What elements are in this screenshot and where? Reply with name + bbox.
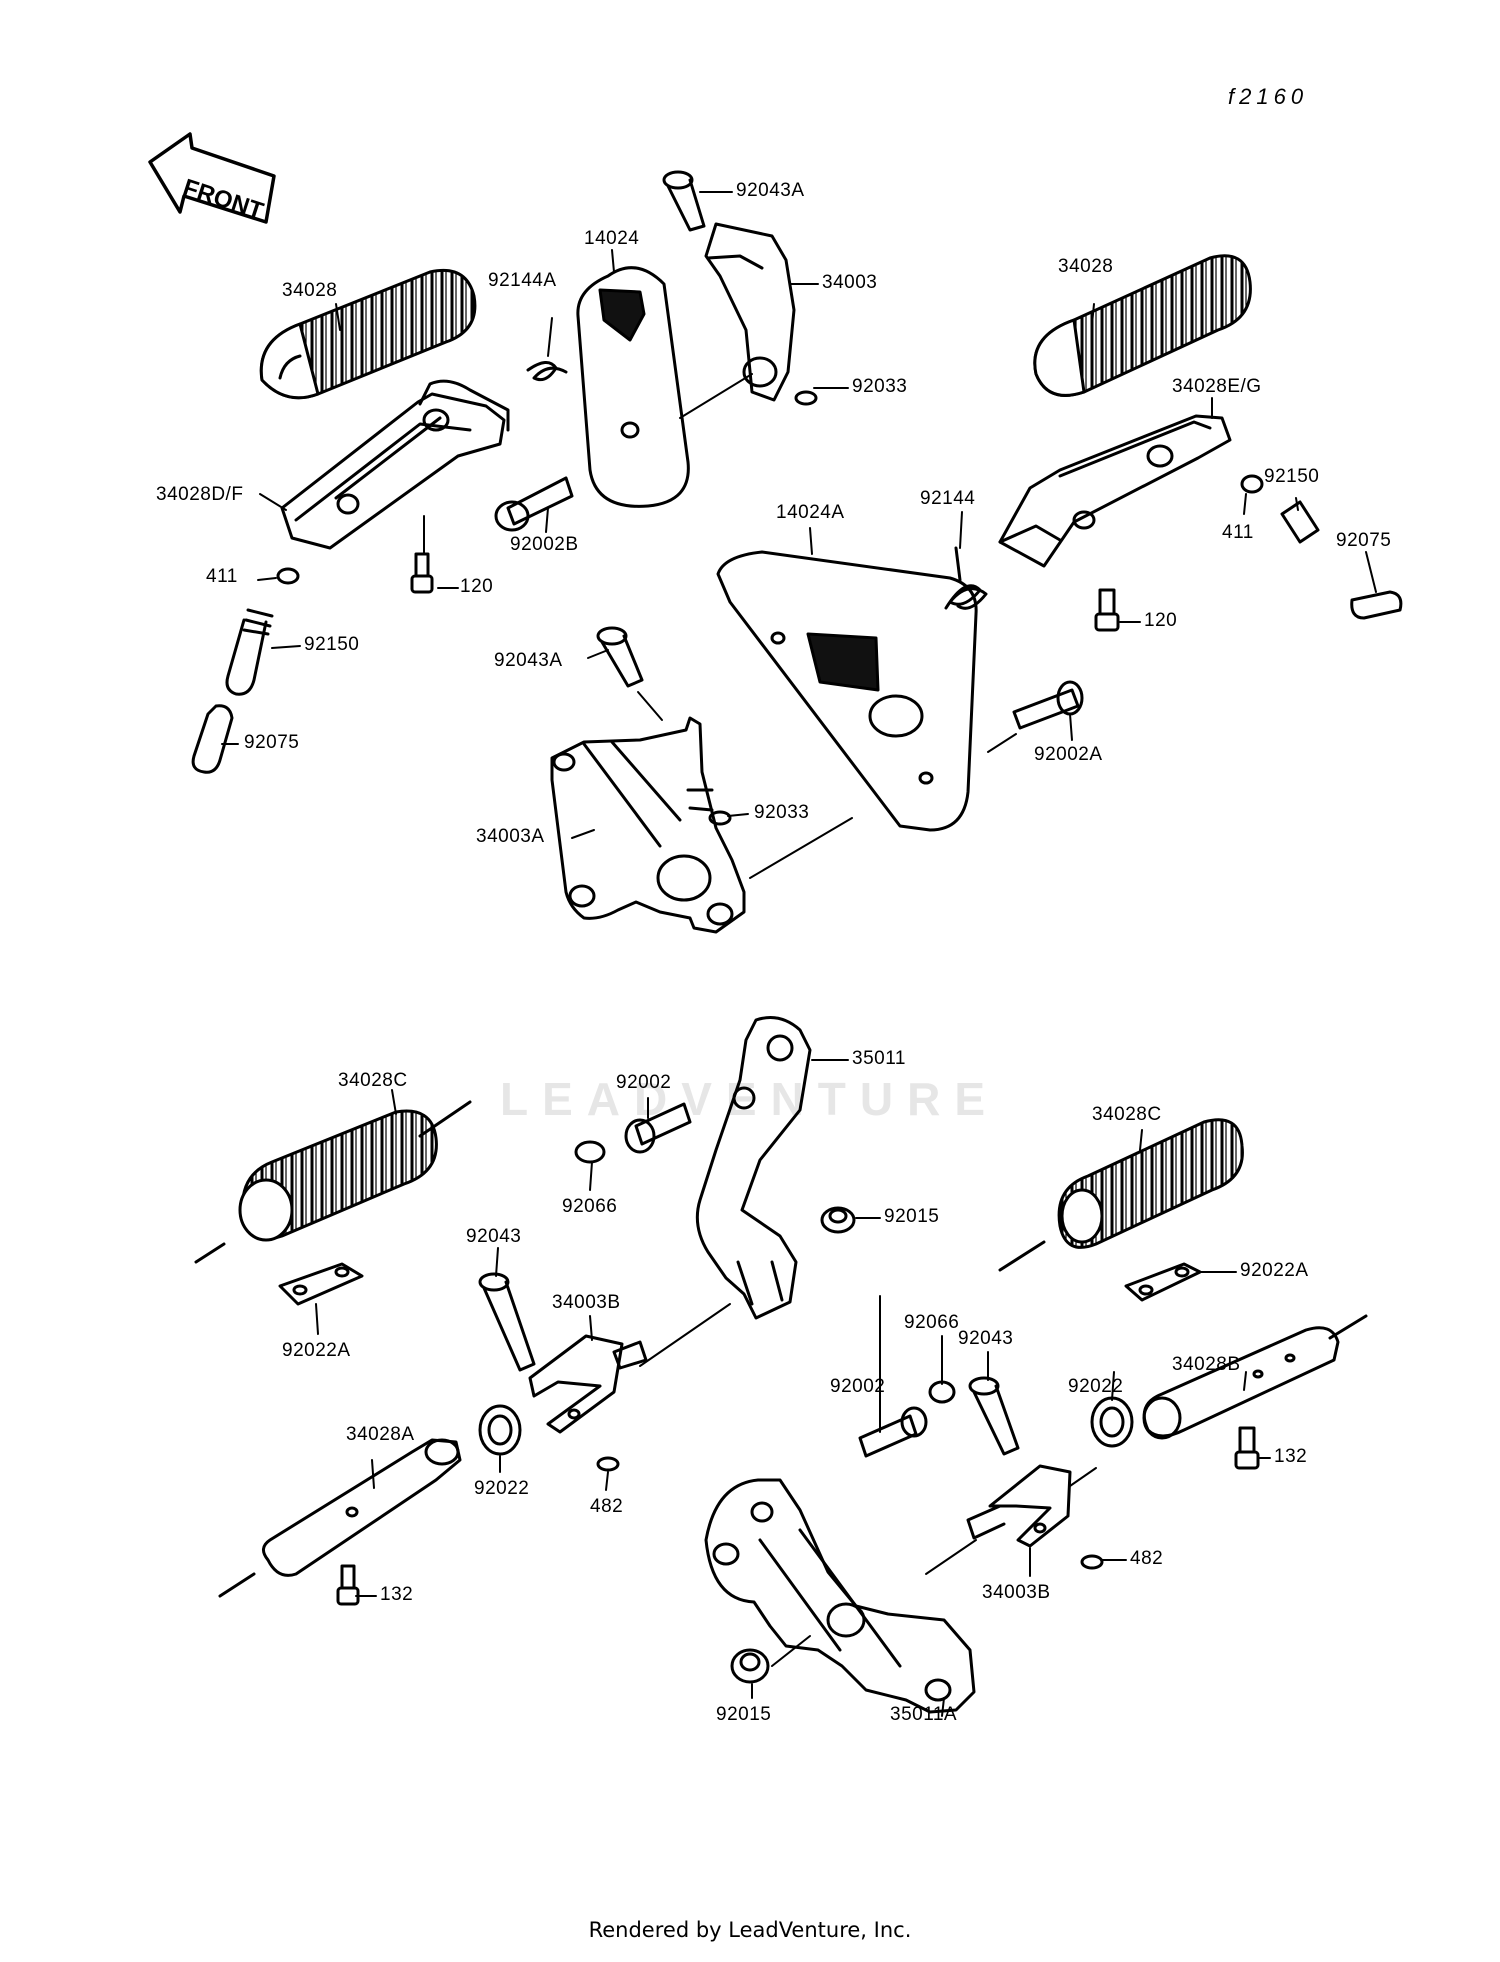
part-label[interactable]: 35011 xyxy=(852,1048,906,1069)
part-label[interactable]: 34028E/G xyxy=(1172,376,1262,397)
part-label[interactable]: 34003B xyxy=(552,1292,621,1313)
part-label[interactable]: 132 xyxy=(1274,1446,1308,1467)
pin-right xyxy=(1242,476,1401,618)
part-label[interactable]: 34003A xyxy=(476,826,545,847)
bolt-132-left xyxy=(338,1566,358,1604)
part-label[interactable]: 120 xyxy=(1144,610,1178,631)
part-label[interactable]: 411 xyxy=(206,566,238,587)
part-label[interactable]: 92150 xyxy=(304,634,360,655)
bolt-92002B xyxy=(496,478,572,530)
part-label[interactable]: 34028C xyxy=(338,1070,408,1091)
clip-92033-mid xyxy=(710,812,730,824)
clevis-34003B-bottom xyxy=(968,1466,1070,1546)
footpeg-rubber-lower-right xyxy=(1000,1120,1242,1270)
part-label[interactable]: 92043A xyxy=(736,180,805,201)
clip-482-right xyxy=(1082,1556,1102,1568)
part-label[interactable]: 92043 xyxy=(958,1328,1014,1349)
washer-92066-left xyxy=(576,1142,604,1162)
part-label[interactable]: 92022A xyxy=(1240,1260,1309,1281)
plate-14024A xyxy=(718,552,976,830)
footpeg-34028B xyxy=(1144,1316,1366,1438)
bolt-92002-top xyxy=(626,1104,690,1152)
part-label[interactable]: 34003B xyxy=(982,1582,1051,1603)
front-arrow-icon xyxy=(150,134,274,222)
part-label[interactable]: 92002 xyxy=(830,1376,886,1397)
part-label[interactable]: 92022A xyxy=(282,1340,351,1361)
part-label[interactable]: 92015 xyxy=(716,1704,772,1725)
footpeg-rubber-left xyxy=(261,270,475,397)
part-label[interactable]: 482 xyxy=(1130,1548,1164,1569)
plate-92022A-left xyxy=(280,1264,362,1304)
leader-lines xyxy=(222,192,1376,1716)
part-label[interactable]: 34028D/F xyxy=(156,484,244,505)
clevis-34003B-top xyxy=(530,1336,646,1432)
part-label[interactable]: 92002A xyxy=(1034,744,1103,765)
pin-92043-right xyxy=(970,1378,1018,1454)
part-label[interactable]: 34003 xyxy=(822,272,878,293)
spring-92144A xyxy=(528,362,566,379)
part-label[interactable]: 92033 xyxy=(754,802,810,823)
part-label[interactable]: 411 xyxy=(1222,522,1254,543)
footpeg-rubber-right xyxy=(1035,256,1251,396)
footer-credit: Rendered by LeadVenture, Inc. xyxy=(588,1918,912,1942)
part-label[interactable]: 92002 xyxy=(616,1072,672,1093)
bracket-34003A xyxy=(552,718,744,932)
part-label[interactable]: 14024A xyxy=(776,502,845,523)
nut-92015-bottom xyxy=(732,1650,768,1682)
pin-92043-left xyxy=(480,1274,534,1370)
nut-92015-top xyxy=(822,1208,854,1232)
part-label[interactable]: 482 xyxy=(590,1496,624,1517)
washer-92022-left xyxy=(480,1406,520,1454)
part-label[interactable]: 14024 xyxy=(584,228,640,249)
bracket-34003 xyxy=(706,224,794,400)
bolt-132-right xyxy=(1236,1428,1258,1468)
part-label[interactable]: 92066 xyxy=(904,1312,960,1333)
bolt-92002A xyxy=(1014,682,1082,728)
part-label[interactable]: 132 xyxy=(380,1584,414,1605)
bolt-120-right xyxy=(1096,590,1118,630)
pin-92043A-mid xyxy=(598,628,642,686)
pin-left xyxy=(193,569,298,772)
part-label[interactable]: 92022 xyxy=(1068,1376,1124,1397)
part-label[interactable]: 35011A xyxy=(890,1704,958,1725)
watermark: LEADVENTURE xyxy=(500,1073,1000,1125)
part-label[interactable]: 34028C xyxy=(1092,1104,1162,1125)
pin-92043A-top xyxy=(664,172,704,230)
bracket-35011 xyxy=(697,1018,810,1318)
part-label[interactable]: 34028 xyxy=(1058,256,1114,277)
washer-92022-right xyxy=(1092,1398,1132,1446)
bolt-92002-bottom xyxy=(860,1408,926,1456)
part-label[interactable]: 92015 xyxy=(884,1206,940,1227)
clip-92033-top xyxy=(796,392,816,404)
part-label[interactable]: 34028A xyxy=(346,1424,415,1445)
part-label[interactable]: 92022 xyxy=(474,1478,530,1499)
bracket-35011A xyxy=(706,1480,974,1712)
part-label[interactable]: 34028B xyxy=(1172,1354,1241,1375)
bolt-120-left xyxy=(412,554,432,592)
part-label[interactable]: 34028 xyxy=(282,280,338,301)
clip-482-left xyxy=(598,1458,618,1470)
part-label[interactable]: 92066 xyxy=(562,1196,618,1217)
part-label[interactable]: 92150 xyxy=(1264,466,1320,487)
part-label[interactable]: 92075 xyxy=(1336,530,1392,551)
footpeg-rubber-lower-left xyxy=(196,1102,470,1262)
figure-code: f2160 xyxy=(1228,84,1309,109)
footpeg-34028A xyxy=(220,1440,460,1596)
part-label[interactable]: 92043 xyxy=(466,1226,522,1247)
plate-14024 xyxy=(578,268,688,507)
part-label[interactable]: 92002B xyxy=(510,534,579,555)
part-label[interactable]: 92033 xyxy=(852,376,908,397)
part-label[interactable]: 92075 xyxy=(244,732,300,753)
part-label[interactable]: 120 xyxy=(460,576,494,597)
part-label[interactable]: 92144A xyxy=(488,270,557,291)
part-label[interactable]: 92144 xyxy=(920,488,976,509)
plate-92022A-right xyxy=(1126,1264,1200,1300)
footpeg-base-right xyxy=(1000,416,1230,566)
part-label[interactable]: 92043A xyxy=(494,650,563,671)
footpeg-base-left xyxy=(282,381,508,548)
